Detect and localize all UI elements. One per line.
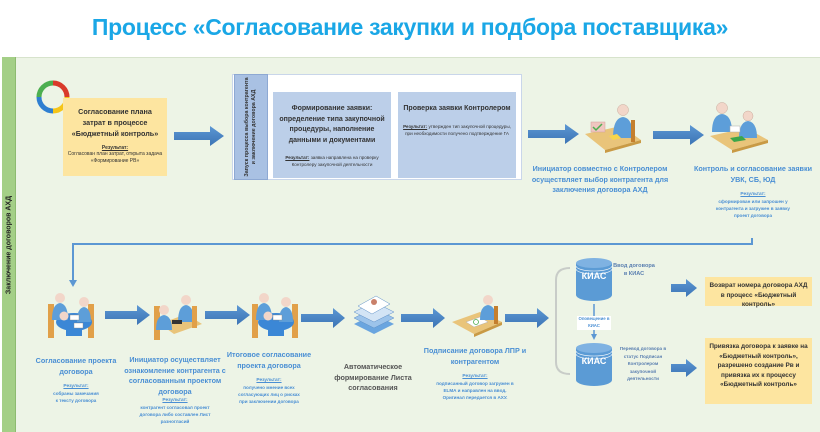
step-result-text: собраны замечания к тексту договора [53,391,99,403]
person-at-desk-icon [585,104,641,153]
card-title: Формирование заявки: определение типа за… [279,105,385,144]
step-auto-sheet: Автоматическое формирование Листа соглас… [330,362,416,394]
kias-database-icon: КИАС [574,342,614,388]
kias-database-icon: КИАС [574,257,614,303]
step-budget-plan-box: Согласование плана затрат в процессе «Бю… [63,98,167,176]
kias-label: КИАС [581,356,607,366]
step-signing: Подписание договора ЛПР и контрагентом Р… [420,346,530,401]
step-final-approval: Итоговое согласование проекта договора Р… [224,350,314,405]
kias-label: КИАС [581,271,607,281]
card-result: Результат: утвержден тип закупочной проц… [398,123,516,137]
step-title: Инициатор осуществляет ознакомление конт… [124,355,226,396]
meeting-icon [710,102,768,153]
step-budget-result-label: Результат: [101,145,129,151]
two-people-desk-icon [154,295,202,340]
step-result-label: Результат: [740,192,766,197]
card-result-label: Результат: [403,123,428,129]
launch-group-label-text: Запуск процесса выбора контрагента и зак… [244,77,257,177]
step-draft-approval: Согласование проекта договора Результат:… [26,356,126,404]
final-approval-meeting-icon [252,293,298,338]
card-check-request: Проверка заявки Контролером Результат: у… [398,92,516,178]
step-result-label: Результат: [63,384,89,389]
step-title: Итоговое согласование проекта договора [226,350,312,370]
step-result-text: подписанный договор загружен в ELMA и на… [436,381,514,400]
step-result-text: контрагент согласовал проект договора ли… [139,405,211,424]
step-title: Инициатор совместно с Контролером осущес… [531,164,669,194]
step-title: Согласование проекта договора [35,356,117,376]
step-title: Контроль и согласование заявки УВК, СБ, … [694,164,812,184]
kias-notify-label: Оповещение в КИАС [577,316,611,330]
kias-status-text: Перевод договора в статус Подписан Контр… [619,346,667,381]
outcome-binding: Привязка договора к заявке на «Бюджетный… [705,338,812,404]
step-control: Контроль и согласование заявки УВК, СБ, … [690,164,816,219]
card-result-text: утвержден тип закупочной процедуры, при … [405,123,511,136]
step-budget-result-text: Согласован план затрат, открыта задача «… [67,151,163,164]
card-result-text: заявка направлена на проверку Контролеру… [291,155,379,167]
outcome-return-number: Возврат номера договора АХД в процесс «Б… [705,277,812,308]
page-title: Процесс «Согласование закупки и подбора … [91,14,729,40]
step-title: Автоматическое формирование Листа соглас… [334,362,412,392]
signing-desk-icon [452,295,502,337]
step-initiator-review: Инициатор осуществляет ознакомление конт… [120,355,230,425]
kias-entry-text: Ввод договора в КИАС [613,263,655,277]
card-form-request: Формирование заявки: определение типа за… [273,92,391,178]
step-title: Подписание договора ЛПР и контрагентом [423,346,527,366]
step-result-label: Результат: [256,378,282,383]
swimlane-label-text: Заключение договоров АХД [5,195,12,294]
card-result: Результат: заявка направлена на проверку… [273,154,391,168]
card-title: Проверка заявки Контролером [403,105,511,112]
step-result-label: Результат: [462,374,488,379]
launch-group-label: Запуск процесса выбора контрагента и зак… [234,74,268,180]
card-result-label: Результат: [285,155,310,160]
step-initiator-select: Инициатор совместно с Контролером осущес… [530,164,670,196]
round-table-meeting-icon [48,293,94,338]
swimlane-label: Заключение договоров АХД [2,57,16,432]
document-stack-icon [353,295,395,334]
step-budget-title: Согласование плана затрат в процессе «Бю… [71,107,159,138]
step-result-label: Результат: [162,398,188,403]
step-result-text: получено мнение всех согласующих лиц о р… [238,385,300,404]
step-result-text: сформирован или запрошен у контрагента и… [716,199,790,218]
